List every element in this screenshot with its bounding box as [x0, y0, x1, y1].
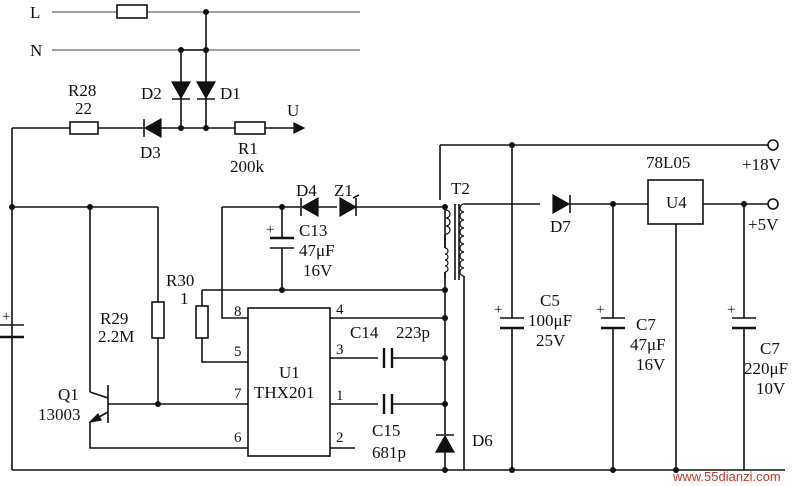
value1-C5: 100μF [528, 311, 572, 330]
resistor-R28 [69, 121, 99, 135]
resistor-R29 [151, 301, 165, 339]
watermark: www.55dianzi.com [672, 469, 781, 484]
label-C5: C5 [540, 291, 560, 310]
label-T2: T2 [451, 179, 470, 198]
mains-lines: L N [30, 3, 360, 60]
u1-pin-2: 2 [336, 430, 344, 446]
value1-C7a: 47μF [630, 335, 666, 354]
value1-C13: 47μF [299, 241, 335, 260]
label-R30: R30 [166, 271, 194, 290]
label-U4: U4 [666, 193, 687, 212]
ic-U1: U1 THX201 8 5 7 6 4 3 1 2 C14 223p C15 6… [234, 302, 445, 462]
u1-pin-3: 3 [336, 342, 344, 358]
resistor-R1 [234, 121, 266, 135]
c5-polarity: + [494, 302, 502, 318]
value-U4: 78L05 [646, 153, 690, 172]
feedback-branch: + D4 Z1 C13 47μF 16V [221, 181, 445, 319]
label-D1: D1 [220, 84, 241, 103]
terminal-5v [767, 198, 779, 210]
label-Q1: Q1 [58, 385, 79, 404]
u1-pin-4: 4 [336, 302, 344, 318]
terminal-18v [767, 139, 779, 151]
value-R1: 200k [230, 157, 265, 176]
label-U: U [287, 101, 299, 120]
value2-C7a: 16V [636, 355, 666, 374]
value-Q1: 13003 [38, 405, 81, 424]
label-C7b: C7 [760, 339, 780, 358]
fuse [116, 4, 148, 19]
c13-polarity: + [266, 222, 274, 238]
label-D7: D7 [550, 217, 571, 236]
value-R30: 1 [180, 289, 189, 308]
primary-rail: D6 [434, 204, 493, 470]
value-R29: 2.2M [98, 327, 134, 346]
c7a-polarity: + [596, 302, 604, 318]
value-U1: THX201 [254, 383, 314, 402]
label-D4: D4 [296, 181, 317, 200]
bulk-capacitor: + [0, 309, 24, 339]
startup-network: R29 2.2M R30 1 Q1 13003 [9, 204, 445, 449]
regulator-U4 [647, 179, 704, 225]
label-R1: R1 [238, 139, 258, 158]
label-out5: +5V [748, 215, 779, 234]
label-C13: C13 [299, 221, 327, 240]
label-L: L [30, 3, 40, 22]
label-R29: R29 [100, 309, 128, 328]
u1-pin-7: 7 [234, 386, 242, 402]
label-N: N [30, 41, 42, 60]
label-D3: D3 [140, 143, 161, 162]
label-out18: +18V [742, 155, 782, 174]
value2-C7b: 10V [756, 379, 786, 398]
output-section: + C5 100μF 25V D7 + C7 47μF 16V U4 78L05… [439, 139, 788, 470]
value-C14: 223p [396, 323, 430, 342]
c7b-polarity: + [727, 302, 735, 318]
u1-pin-1: 1 [336, 388, 344, 404]
label-U1: U1 [279, 363, 300, 382]
label-R28: R28 [68, 81, 96, 100]
u1-pin-8: 8 [234, 304, 242, 320]
u1-pin-6: 6 [234, 430, 242, 446]
u1-pin-5: 5 [234, 344, 242, 360]
cap-left-polarity: + [2, 309, 10, 325]
label-C15: C15 [372, 421, 400, 440]
value-R28: 22 [75, 99, 92, 118]
transformer-T2: T2 [444, 179, 540, 470]
label-C14: C14 [350, 323, 379, 342]
label-D2: D2 [141, 84, 162, 103]
value-C15: 681p [372, 443, 406, 462]
label-C7a: C7 [636, 315, 656, 334]
label-D6: D6 [472, 431, 493, 450]
label-Z1: Z1 [334, 181, 353, 200]
value2-C13: 16V [303, 261, 333, 280]
input-rectifier: D2 D1 [141, 9, 241, 131]
input-branch: R28 22 D3 R1 200k U [11, 81, 306, 470]
ground-rail [12, 467, 785, 473]
resistor-R30 [195, 305, 209, 339]
value2-C5: 25V [536, 331, 566, 350]
value1-C7b: 220μF [744, 359, 788, 378]
